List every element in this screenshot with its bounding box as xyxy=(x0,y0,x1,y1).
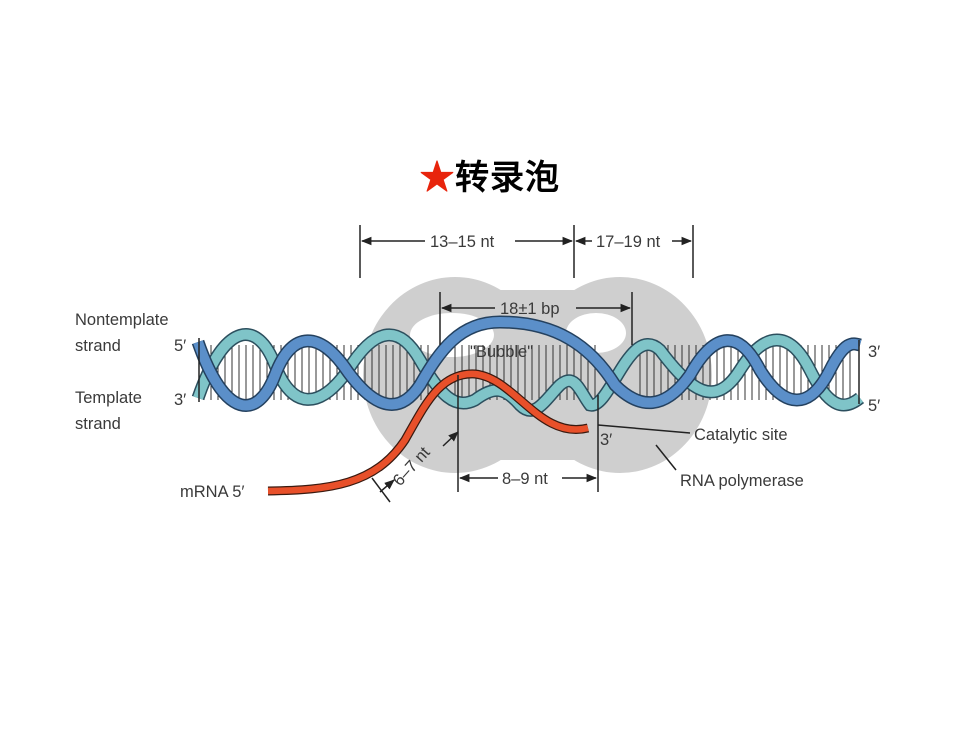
template-label-1: Template xyxy=(75,389,142,407)
nontemplate-label-2: strand xyxy=(75,337,121,355)
dim-8-9-label: 8–9 nt xyxy=(502,470,548,488)
nontemplate-label-1: Nontemplate xyxy=(75,311,169,329)
nontemplate-5prime: 5′ xyxy=(174,337,186,355)
rna-3prime-label: 3′ xyxy=(600,431,612,449)
dimension-bubble xyxy=(439,292,633,345)
catalytic-site-label: Catalytic site xyxy=(694,426,788,444)
title-text: 转录泡 xyxy=(455,158,560,198)
bubble-label: "Bubble" xyxy=(470,343,533,361)
dim-13-15-label: 13–15 nt xyxy=(430,233,495,251)
slide-title: ★转录泡 xyxy=(0,150,980,199)
right-3prime: 3′ xyxy=(868,343,880,361)
mrna-label: mRNA 5′ xyxy=(180,483,245,501)
dim-17-19-label: 17–19 nt xyxy=(596,233,661,251)
dim-18bp-label: 18±1 bp xyxy=(500,300,560,318)
rna-polymerase-label: RNA polymerase xyxy=(680,472,804,490)
template-3prime: 3′ xyxy=(174,391,186,409)
dimension-top xyxy=(359,225,694,278)
right-5prime: 5′ xyxy=(868,397,880,415)
template-label-2: strand xyxy=(75,415,121,433)
dimension-hybrid xyxy=(371,375,599,503)
star-icon: ★ xyxy=(420,158,455,198)
